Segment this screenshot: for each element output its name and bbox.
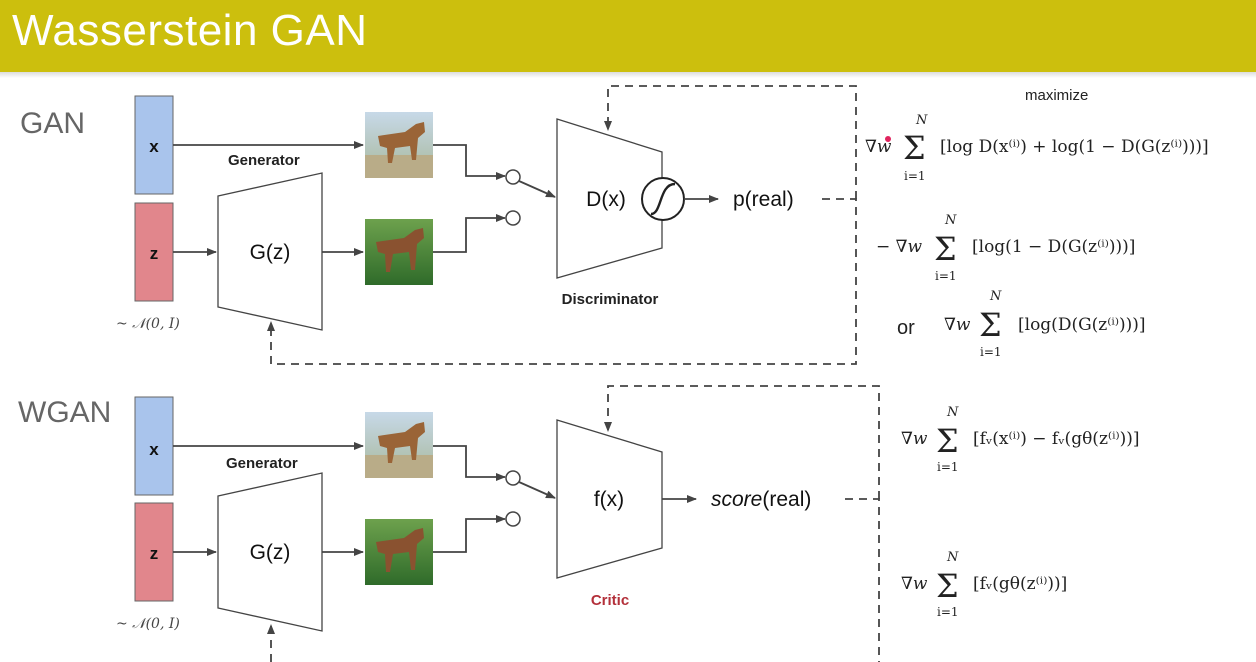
wgan-feedback-down	[845, 498, 880, 662]
wgan-f-func: f(x)	[594, 488, 624, 511]
wgan-real-horse-image	[365, 412, 433, 478]
wgan-output-rest: (real)	[762, 488, 811, 511]
gan-noise-label: ~ 𝒩(0, I)	[116, 316, 180, 332]
wgan-label: WGAN	[18, 396, 111, 429]
gan-label: GAN	[20, 107, 85, 140]
gan-z-box	[134, 202, 174, 302]
gan-eq1: ∇w N Σ i=1 [log D(x⁽ⁱ⁾) + log(1 − D(G(z⁽…	[865, 113, 1209, 183]
gan-eq3-sum-top: N	[989, 289, 1002, 304]
wgan-real-to-switch	[433, 445, 506, 481]
wgan-eq1-sum-bottom: i=1	[937, 460, 959, 474]
wgan-z-box	[134, 502, 174, 602]
gan-eq3-grad: ∇w	[944, 315, 971, 335]
title-shadow	[0, 72, 1256, 78]
wgan-output-italic: score	[711, 488, 762, 511]
wgan-switch-arm	[518, 481, 556, 499]
gan-fake-horse-image	[365, 219, 433, 285]
gan-z-label: z	[150, 244, 159, 263]
gan-discriminator-shape	[556, 118, 663, 279]
wgan-section: WGAN x z ~ 𝒩(0, I) Generator G(z) f(x) s…	[18, 385, 1140, 662]
wgan-critic-shape	[556, 419, 663, 579]
gan-generator-shape	[217, 172, 323, 331]
wgan-eq2-sum-bottom: i=1	[937, 605, 959, 619]
gan-g-func: G(z)	[250, 241, 291, 264]
wgan-generator-shape	[217, 472, 323, 632]
wgan-eq1-sigma: Σ	[936, 422, 959, 460]
gan-real-horse-image	[365, 112, 433, 178]
gan-eq2-sum-top: N	[944, 213, 957, 228]
wgan-g-func: G(z)	[250, 541, 291, 564]
gan-eq1-grad: ∇w	[865, 137, 892, 157]
wgan-fake-to-switch	[433, 515, 506, 553]
wgan-eq1: ∇w N Σ i=1 [fᵥ(x⁽ⁱ⁾) − fᵥ(gθ(z⁽ⁱ⁾))]	[901, 405, 1140, 474]
gan-eq2-sum-bottom: i=1	[935, 269, 957, 283]
gan-generator-label: Generator	[228, 152, 300, 169]
wgan-eq2: ∇w N Σ i=1 [fᵥ(gθ(z⁽ⁱ⁾))]	[901, 550, 1067, 619]
gan-discriminator-label: Discriminator	[562, 291, 659, 308]
wgan-z-label: z	[150, 544, 159, 563]
gan-generator-feedback	[267, 198, 857, 365]
wgan-eq1-grad: ∇w	[901, 429, 928, 449]
slide-title: Wasserstein GAN	[12, 6, 368, 55]
wgan-eq1-sum-top: N	[946, 405, 959, 420]
gan-eq1-body: [log D(x⁽ⁱ⁾) + log(1 − D(G(z⁽ⁱ⁾)))]	[940, 137, 1209, 157]
title-bar: Wasserstein GAN	[0, 0, 1256, 72]
gan-x-label: x	[149, 137, 159, 156]
gan-output-label: p(real)	[733, 188, 794, 211]
gan-eq3: ∇w N Σ i=1 [log(D(G(z⁽ⁱ⁾)))]	[944, 289, 1146, 359]
gan-x-box	[134, 95, 174, 195]
gan-eq1-sum-bottom: i=1	[904, 169, 926, 183]
sigmoid-icon	[641, 177, 685, 221]
gan-fake-to-switch	[433, 214, 506, 253]
gan-eq2: − ∇w N Σ i=1 [log(1 − D(G(z⁽ⁱ⁾)))]	[876, 213, 1135, 283]
gan-eq3-body: [log(D(G(z⁽ⁱ⁾)))]	[1018, 315, 1146, 335]
sigmoid-curve	[650, 182, 676, 216]
gan-eq3-sigma: Σ	[979, 306, 1002, 344]
gan-eq1-sum-top: N	[915, 113, 928, 128]
wgan-generator-label: Generator	[226, 455, 298, 472]
wgan-switch-node-real	[505, 470, 521, 486]
wgan-eq1-body: [fᵥ(x⁽ⁱ⁾) − fᵥ(gθ(z⁽ⁱ⁾))]	[973, 429, 1140, 449]
gan-d-func: D(x)	[586, 188, 626, 211]
gan-discriminator-feedback	[604, 85, 857, 199]
gan-eq2-sigma: Σ	[934, 230, 957, 268]
wgan-switch-node-fake	[505, 511, 521, 527]
gan-switch-arm	[518, 180, 556, 198]
maximize-label: maximize	[1025, 87, 1088, 104]
gan-eq1-sigma: Σ	[903, 129, 926, 167]
gan-eq3-sum-bottom: i=1	[980, 345, 1002, 359]
gan-eq2-grad: − ∇w	[876, 237, 923, 257]
gan-eq2-body: [log(1 − D(G(z⁽ⁱ⁾)))]	[972, 237, 1135, 257]
wgan-eq2-sigma: Σ	[936, 567, 959, 605]
gan-switch-node-fake	[505, 210, 521, 226]
gan-switch-node-real	[505, 169, 521, 185]
wgan-eq2-grad: ∇w	[901, 574, 928, 594]
or-label: or	[897, 317, 915, 339]
wgan-x-label: x	[149, 440, 159, 459]
wgan-fake-horse-image	[365, 519, 433, 585]
critic-label: Critic	[591, 592, 629, 609]
wgan-eq2-sum-top: N	[946, 550, 959, 565]
wgan-noise-label: ~ 𝒩(0, I)	[116, 616, 180, 632]
pointer-dot	[885, 136, 891, 142]
wgan-critic-feedback	[604, 385, 880, 499]
wgan-eq2-body: [fᵥ(gθ(z⁽ⁱ⁾))]	[973, 574, 1067, 594]
gan-section: GAN x z ~ 𝒩(0, I) Generator G(z)	[20, 85, 1209, 365]
wgan-output-label: score(real)	[711, 488, 811, 511]
gan-real-to-switch	[433, 144, 506, 180]
